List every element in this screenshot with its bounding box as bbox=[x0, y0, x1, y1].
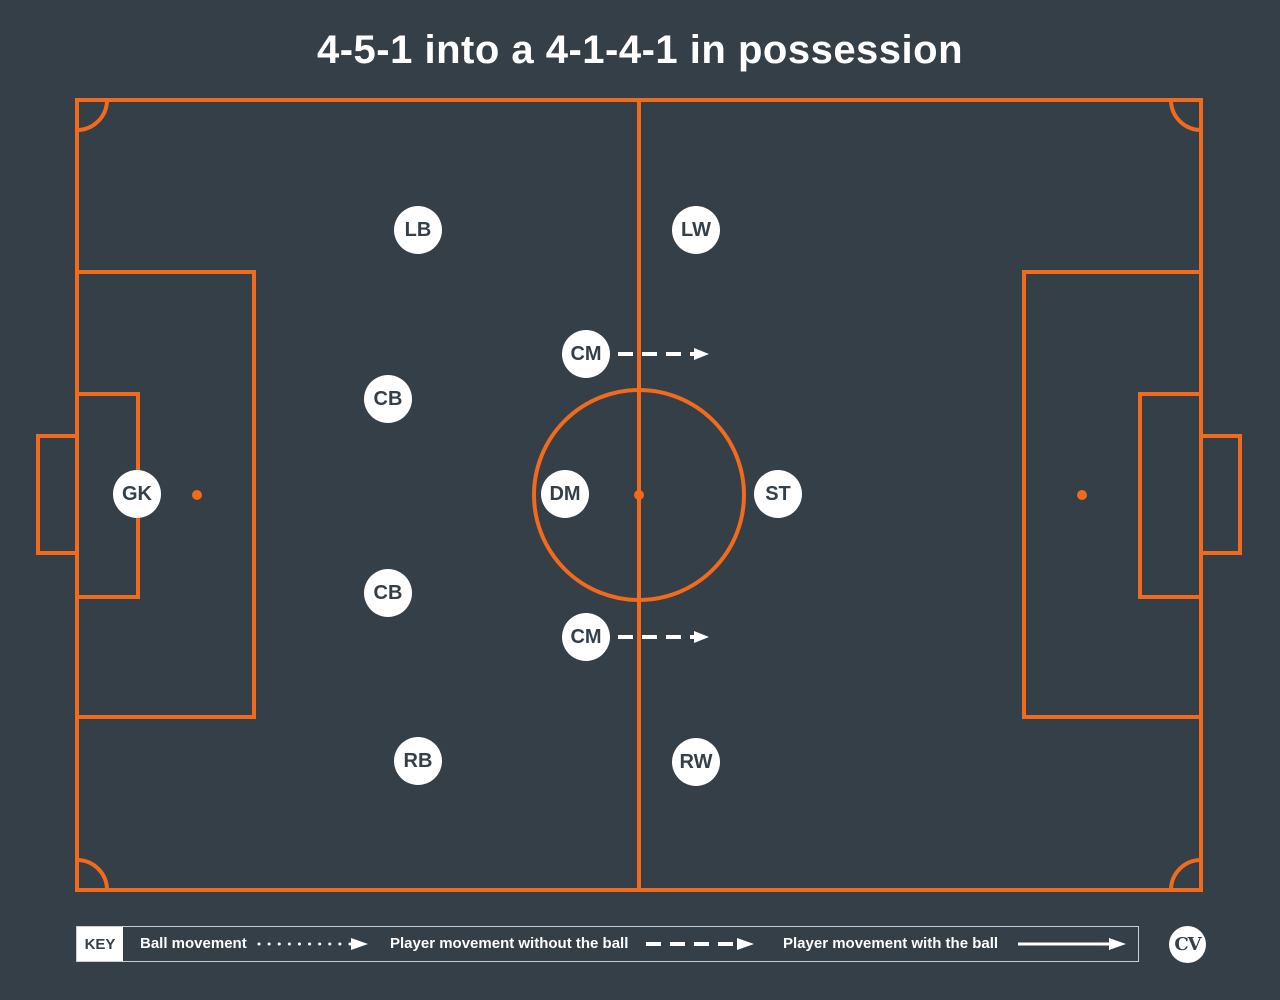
legend-key-label: KEY bbox=[77, 927, 123, 961]
solid-arrow-icon bbox=[1018, 938, 1126, 950]
corner-arc-bottom-right bbox=[1169, 858, 1202, 891]
corner-arc-top-left bbox=[76, 99, 109, 132]
dashed-arrow-icon bbox=[646, 938, 754, 950]
diagram-title: 4-5-1 into a 4-1-4-1 in possession bbox=[316, 28, 964, 72]
movement-arrow-cm-top bbox=[618, 348, 709, 360]
corner-arc-top-right bbox=[1169, 99, 1202, 132]
player-lb: LB bbox=[394, 206, 442, 254]
player-cb-top: CB bbox=[364, 375, 412, 423]
player-cb-bottom: CB bbox=[364, 569, 412, 617]
player-lw: LW bbox=[672, 206, 720, 254]
left-penalty-spot bbox=[192, 490, 202, 500]
left-penalty-area bbox=[75, 270, 256, 719]
right-penalty-spot bbox=[1077, 490, 1087, 500]
player-st: ST bbox=[754, 470, 802, 518]
corner-arc-bottom-left bbox=[76, 858, 109, 891]
legend-item-player-without-ball: Player movement without the ball bbox=[390, 935, 629, 952]
legend-item-ball-movement: Ball movement bbox=[140, 935, 247, 952]
player-cm-top: CM bbox=[562, 330, 610, 378]
centre-circle bbox=[532, 388, 746, 602]
player-rb: RB bbox=[394, 737, 442, 785]
player-gk: GK bbox=[113, 470, 161, 518]
cv-logo-icon: CV bbox=[1169, 926, 1206, 963]
right-goal bbox=[1199, 434, 1242, 555]
player-rw: RW bbox=[672, 738, 720, 786]
player-dm: DM bbox=[541, 470, 589, 518]
right-penalty-area bbox=[1022, 270, 1203, 719]
player-cm-bottom: CM bbox=[562, 613, 610, 661]
legend-item-player-with-ball: Player movement with the ball bbox=[783, 935, 999, 952]
legend-key: KEY Ball movement Player movement withou… bbox=[76, 926, 1139, 962]
dotted-arrow-icon bbox=[257, 938, 368, 950]
left-goal bbox=[36, 434, 79, 555]
movement-arrow-cm-bottom bbox=[618, 631, 709, 643]
centre-spot bbox=[634, 490, 644, 500]
right-six-yard-box bbox=[1138, 392, 1203, 599]
